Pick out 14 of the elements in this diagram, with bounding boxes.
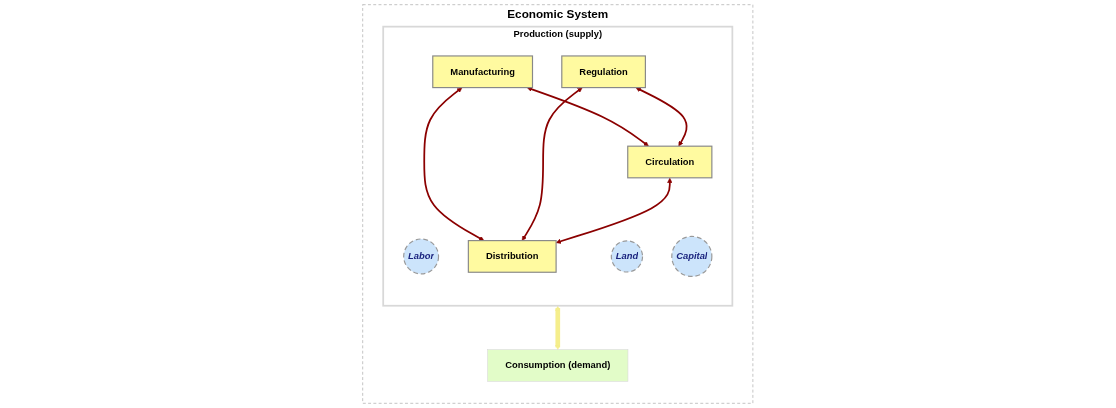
arrow xyxy=(555,305,561,350)
arrow xyxy=(556,177,673,244)
arrow xyxy=(423,87,485,241)
node-circle: Capital xyxy=(671,235,713,278)
node-circle: Labor xyxy=(403,238,440,275)
arrow xyxy=(635,87,688,147)
arrow xyxy=(522,87,583,241)
arrow xyxy=(527,86,650,147)
node-box: Circulation xyxy=(627,145,713,179)
node-circle: Land xyxy=(610,240,644,273)
node-box: Manufacturing xyxy=(432,55,534,89)
node-box: Regulation xyxy=(561,55,647,89)
node-box: Distribution xyxy=(468,240,557,273)
node-box: Consumption (demand) xyxy=(487,349,629,382)
